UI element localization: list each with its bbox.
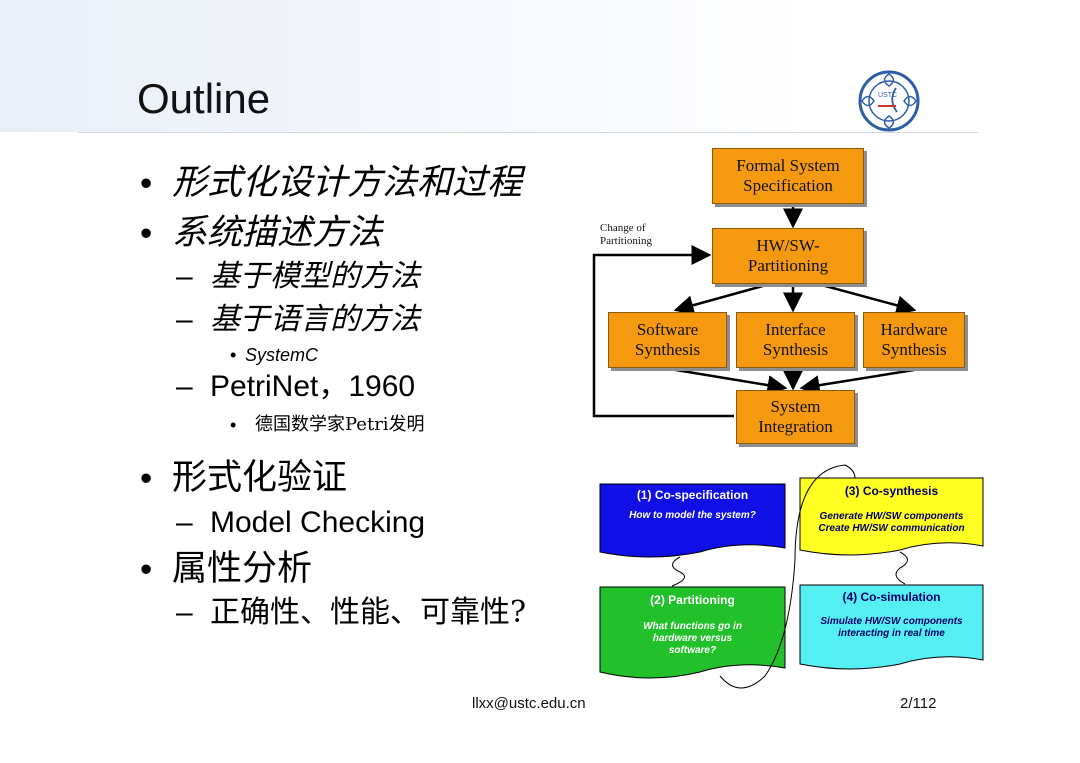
connector-1-to-2 xyxy=(671,556,685,587)
system-integration-label: System Integration xyxy=(758,397,833,436)
cospec-title: (1) Co-specification xyxy=(636,488,749,502)
outline-bullet: • xyxy=(140,550,153,589)
outline-bullet: – xyxy=(176,596,193,629)
outline-item-text: 系统描述方法 xyxy=(172,213,383,253)
partitioning-text: (2) Partitioning What functions go in ha… xyxy=(600,593,785,657)
system-integration-box: System Integration xyxy=(736,390,855,444)
outline-bullet: • xyxy=(230,345,237,365)
page-number: 2/112 xyxy=(900,695,937,712)
logo-text: USTC xyxy=(878,92,897,99)
cosimulation-text: (4) Co-simulation Simulate HW/SW compone… xyxy=(800,590,983,640)
software-synthesis-label: Software Synthesis xyxy=(634,320,701,359)
cospec-text: (1) Co-specification How to model the sy… xyxy=(600,488,785,522)
hw-sw-partition-box: HW/SW- Partitioning xyxy=(712,228,864,284)
outline-item-text: SystemC xyxy=(245,345,319,365)
outline-bullet: – xyxy=(176,506,193,539)
header-band xyxy=(0,0,1080,132)
outline-bullet: • xyxy=(140,214,153,253)
header-divider xyxy=(78,132,978,133)
connector-3-to-4 xyxy=(895,551,908,585)
hardware-synthesis-box: Hardware Synthesis xyxy=(863,312,965,368)
outline-bullet: – xyxy=(176,303,193,336)
outline-bullet: • xyxy=(230,415,237,435)
outline-item-text: PetriNet，1960 xyxy=(210,370,416,403)
cospec-subtitle: How to model the system? xyxy=(629,510,756,521)
arrow-to-hardware xyxy=(817,282,917,316)
outline-item-text: 正确性、性能、可靠性? xyxy=(210,595,527,630)
slide-title: Outline xyxy=(137,75,271,122)
cosynthesis-title: (3) Co-synthesis xyxy=(844,484,939,498)
outline-item-text: 属性分析 xyxy=(172,549,313,589)
outline-item-text: 基于模型的方法 xyxy=(210,259,420,294)
cosynthesis-text: (3) Co-synthesis Generate HW/SW componen… xyxy=(800,484,983,535)
outline-item-text: 德国数学家Petri发明 xyxy=(255,414,425,435)
software-synthesis-box: Software Synthesis xyxy=(608,312,727,368)
outline-item-text: Model Checking xyxy=(210,506,426,539)
partitioning-subtitle: What functions go in hardware versus sof… xyxy=(643,621,742,656)
hw-sw-partition-label: HW/SW- Partitioning xyxy=(747,236,829,275)
outline-bullet: – xyxy=(176,260,193,293)
hardware-synthesis-label: Hardware Synthesis xyxy=(880,320,948,359)
formal-spec-box: Formal System Specification xyxy=(712,148,864,204)
outline-bullet: – xyxy=(176,370,193,403)
interface-synthesis-label: Interface Synthesis xyxy=(762,320,829,359)
outline-item-text: 基于语言的方法 xyxy=(210,302,420,337)
arrow-to-software xyxy=(673,282,771,315)
footer-email: llxx@ustc.edu.cn xyxy=(472,695,586,712)
outline-bullet: • xyxy=(140,459,153,498)
cosimulation-subtitle: Simulate HW/SW components interacting in… xyxy=(820,616,963,639)
arrow-hardware-to-integration xyxy=(799,368,915,396)
interface-synthesis-box: Interface Synthesis xyxy=(736,312,855,368)
outline-item-text: 形式化验证 xyxy=(172,458,348,498)
arrow-software-to-integration xyxy=(675,368,788,396)
cosimulation-title: (4) Co-simulation xyxy=(842,590,941,604)
change-of-partitioning-label: Change of Partitioning xyxy=(600,222,652,247)
cosynthesis-subtitle: Generate HW/SW components Create HW/SW c… xyxy=(818,511,965,534)
formal-spec-label: Formal System Specification xyxy=(736,156,840,195)
outline-item-text: 形式化设计方法和过程 xyxy=(172,163,523,203)
university-logo: USTC xyxy=(858,70,920,132)
outline-bullet: • xyxy=(140,164,153,203)
partitioning-title: (2) Partitioning xyxy=(650,593,735,607)
